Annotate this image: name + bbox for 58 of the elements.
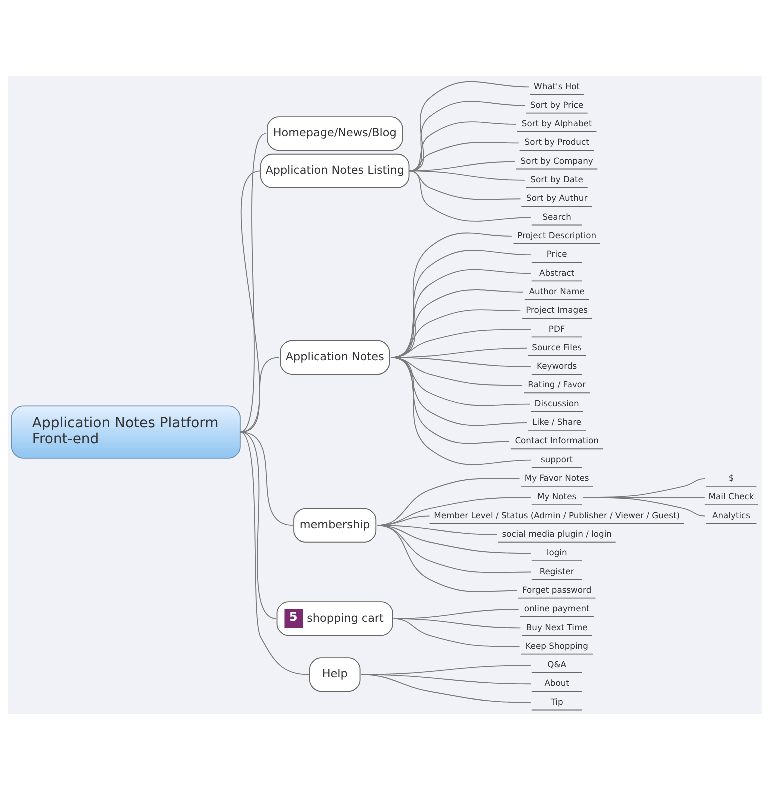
node-text: Sort by Product: [524, 136, 590, 147]
node-box: Application Notes Platform Front-end: [11, 405, 241, 458]
node-text: Source Files: [532, 342, 582, 352]
connector: [390, 356, 528, 426]
node-text: Sort by Date: [530, 174, 584, 184]
node-box: Help: [309, 657, 361, 692]
connector: [376, 524, 518, 592]
node-text: social media plugin / login: [502, 528, 612, 538]
node-text: What's Hot: [534, 80, 580, 91]
connector: [408, 170, 522, 200]
node-text: My Favor Notes: [524, 472, 590, 482]
node-text: Buy Next Time: [526, 622, 588, 632]
node-text: Abstract: [540, 267, 575, 278]
node-text: Like / Share: [532, 416, 582, 427]
node-text: Member Level / Status (Admin / Publisher / Viewer / Guest): [434, 510, 680, 520]
connector: [240, 431, 310, 675]
node-text: Sort by Company: [520, 155, 594, 166]
node-text: Tip: [550, 696, 564, 706]
node-text: Register: [540, 566, 574, 576]
connector: [408, 170, 526, 180]
node-text: Contact Information: [515, 435, 599, 446]
node-box: Application Notes Listing: [260, 153, 410, 188]
node-text: Project Images: [526, 304, 588, 315]
connector: [240, 356, 280, 432]
node-text: PDF: [548, 323, 566, 334]
node-text: About: [544, 678, 570, 688]
connector: [408, 170, 532, 222]
node-text: My Notes: [538, 491, 577, 502]
node-text: Project Description: [518, 230, 597, 240]
node-text: Search: [542, 211, 572, 222]
connector: [240, 170, 262, 432]
connector: [393, 618, 520, 647]
node-text: Forget password: [522, 584, 592, 594]
node-text: Price: [546, 248, 568, 259]
connector: [240, 132, 267, 432]
node-text: Sort by Alphabet: [522, 118, 592, 128]
node-box: membership: [294, 508, 377, 542]
node-text: Rating / Favor: [528, 379, 586, 390]
node-text: support: [541, 454, 574, 464]
node-box: Application Notes: [280, 340, 390, 374]
node-text: Keywords: [537, 360, 578, 371]
node-text: Author Name: [529, 286, 585, 296]
node-text: $: [728, 472, 734, 482]
node-text: Sort by Price: [530, 99, 584, 110]
node-text: Discussion: [534, 398, 580, 408]
node-text: online payment: [524, 603, 590, 614]
connector: [390, 356, 532, 465]
connector: [360, 674, 532, 703]
node-box: 5 shopping cart: [276, 601, 394, 636]
connector: [582, 496, 706, 516]
node-box: Homepage/News/Blog: [267, 116, 404, 151]
node-text: Keep Shopping: [526, 640, 588, 650]
node-text: Q&A: [548, 659, 567, 670]
node-text: Sort by Authur: [526, 192, 588, 203]
node-text: Analytics: [712, 510, 751, 520]
connector: [390, 356, 530, 406]
node-text: Mail Check: [708, 491, 754, 502]
node-text: login: [546, 547, 568, 558]
